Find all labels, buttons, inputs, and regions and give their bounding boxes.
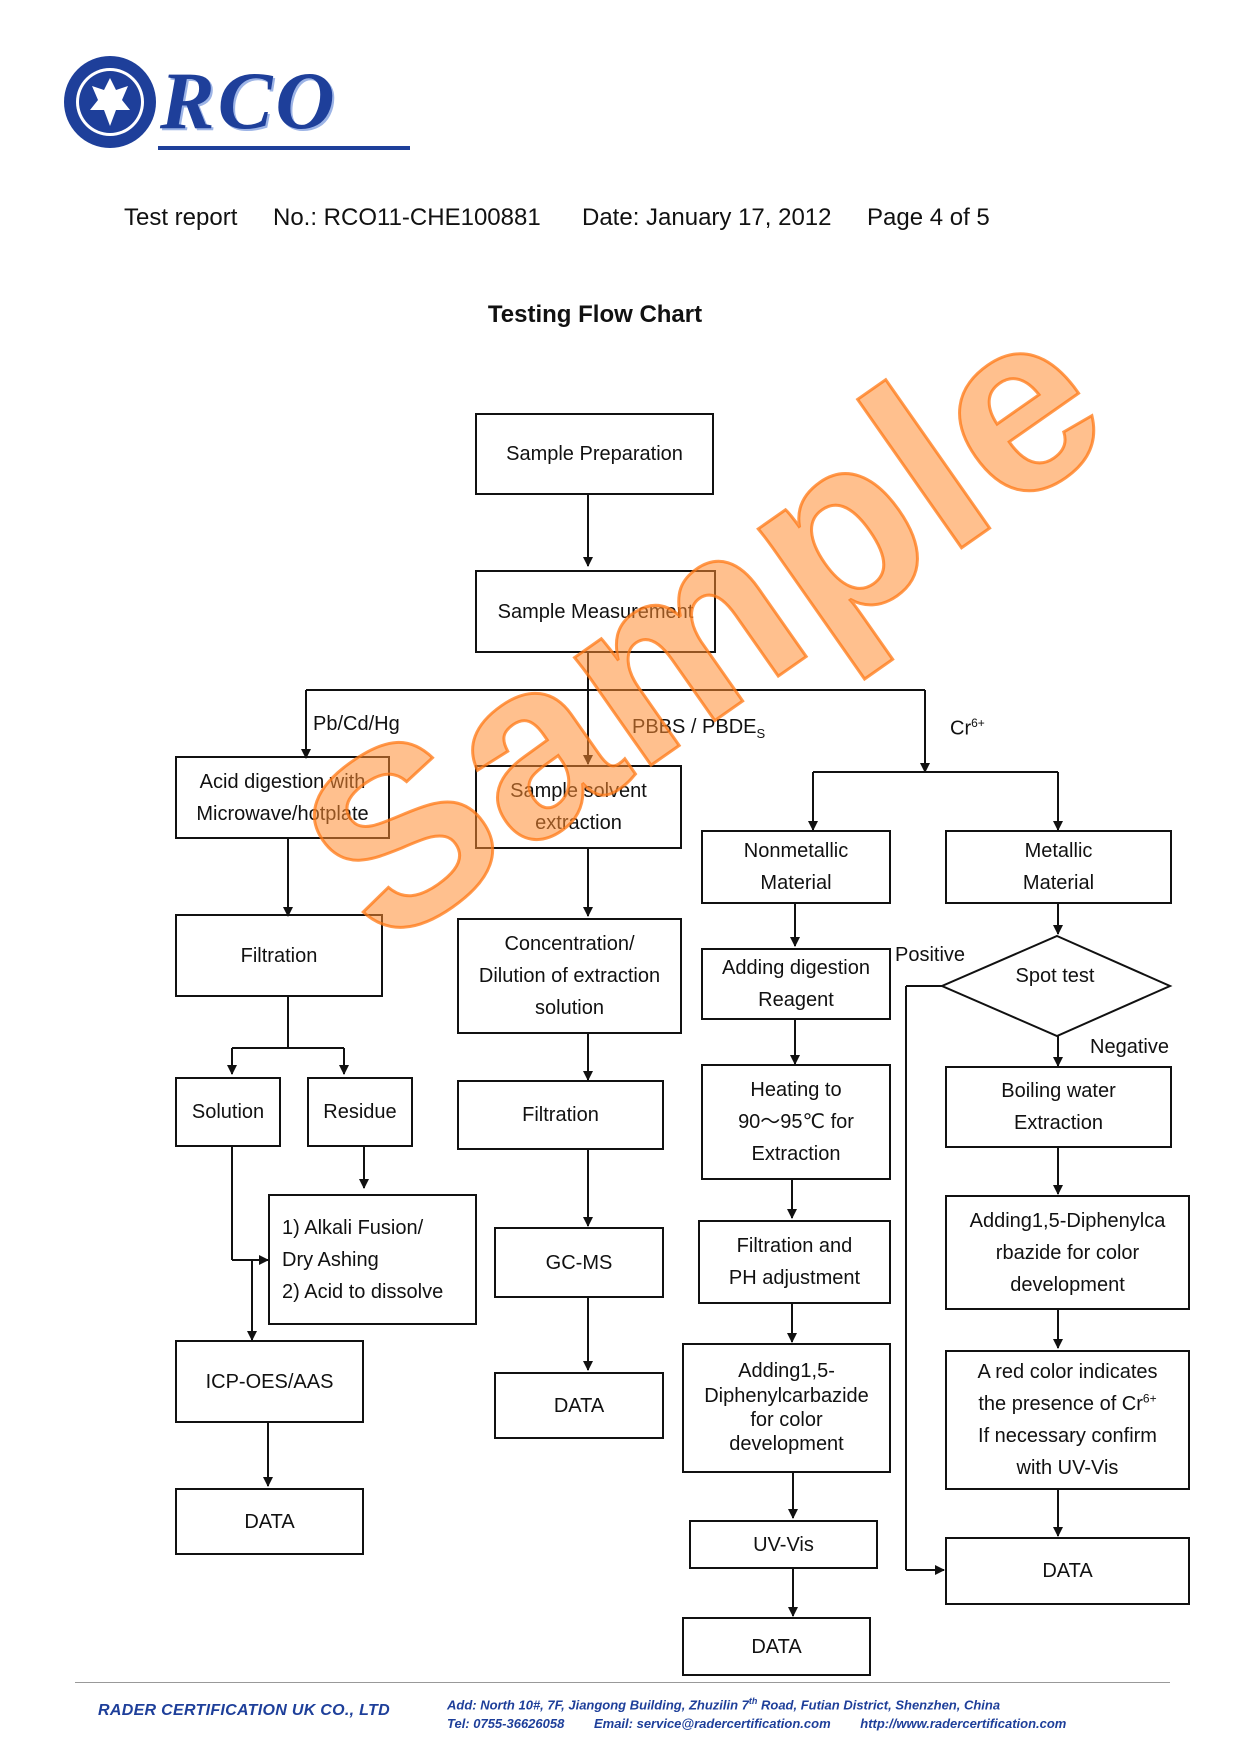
certification-seal-icon [64, 56, 156, 148]
report-number: No.: RCO11-CHE100881 [273, 204, 541, 231]
footer-contact: Tel: 0755-36626058 Email: service@raderc… [447, 1716, 1092, 1731]
icp-oes-aas-box: ICP-OES/AAS [175, 1340, 364, 1423]
residue-box: Residue [307, 1077, 413, 1147]
data-left-box: DATA [175, 1488, 364, 1555]
red-color-box: A red color indicates the presence of Cr… [945, 1350, 1190, 1490]
footer-address: Add: North 10#, 7F, Jiangong Building, Z… [447, 1696, 1001, 1713]
logo-underline [158, 146, 410, 150]
page-indicator: Page 4 of 5 [867, 204, 990, 231]
uv-vis-box: UV-Vis [689, 1520, 878, 1569]
branch-label-cr6: Cr6+ [950, 716, 985, 740]
adding-digestion-box: Adding digestion Reagent [701, 948, 891, 1020]
filtration-mid-box: Filtration [457, 1080, 664, 1150]
gc-ms-box: GC-MS [494, 1227, 664, 1298]
logo-text: RCO [160, 55, 338, 146]
data-right-box: DATA [945, 1537, 1190, 1605]
acid-digestion-box: Acid digestion with Microwave/hotplate [175, 756, 390, 839]
alkali-fusion-box: 1) Alkali Fusion/ Dry Ashing 2) Acid to … [268, 1194, 477, 1325]
branch-label-pbbs-pbdes: PBBS / PBDES [632, 716, 766, 741]
negative-label: Negative [1090, 1036, 1169, 1058]
chart-title: Testing Flow Chart [487, 301, 703, 328]
footer-divider [75, 1682, 1170, 1683]
spot-test-label: Spot test [1015, 965, 1095, 987]
solution-box: Solution [175, 1077, 281, 1147]
concentration-dilution-box: Concentration/ Dilution of extraction so… [457, 918, 682, 1034]
boiling-water-box: Boiling water Extraction [945, 1066, 1172, 1148]
filtration-ph-box: Filtration and PH adjustment [698, 1220, 891, 1304]
heating-box: Heating to 90～95℃ for Extraction [701, 1064, 891, 1180]
metallic-material-box: Metallic Material [945, 830, 1172, 904]
positive-label: Positive [895, 944, 966, 966]
adding-dpc-left-box: Adding1,5- Diphenylcarbazide for color d… [682, 1343, 891, 1473]
footer-email: Email: service@radercertification.com [593, 1716, 831, 1731]
data-nonmetal-box: DATA [682, 1617, 871, 1676]
branch-label-pb-cd-hg: Pb/Cd/Hg [313, 713, 400, 735]
footer-company: RADER CERTIFICATION UK CO., LTD [98, 1702, 390, 1719]
filtration-left-box: Filtration [175, 914, 383, 997]
nonmetallic-material-box: Nonmetallic Material [701, 830, 891, 904]
sample-measurement-box: Sample Measurement [475, 570, 716, 653]
report-label: Test report [124, 204, 238, 231]
adding-dpc-right-box: Adding1,5-Diphenylca rbazide for color d… [945, 1195, 1190, 1310]
footer-web[interactable]: http://www.radercertification.com [860, 1716, 1067, 1731]
solvent-extraction-box: Sample solvent extraction [475, 765, 682, 849]
sample-preparation-box: Sample Preparation [475, 413, 714, 495]
footer-tel: Tel: 0755-36626058 [447, 1716, 565, 1731]
report-date: Date: January 17, 2012 [582, 204, 832, 231]
company-logo: RCO [62, 54, 410, 154]
data-mid-box: DATA [494, 1372, 664, 1439]
